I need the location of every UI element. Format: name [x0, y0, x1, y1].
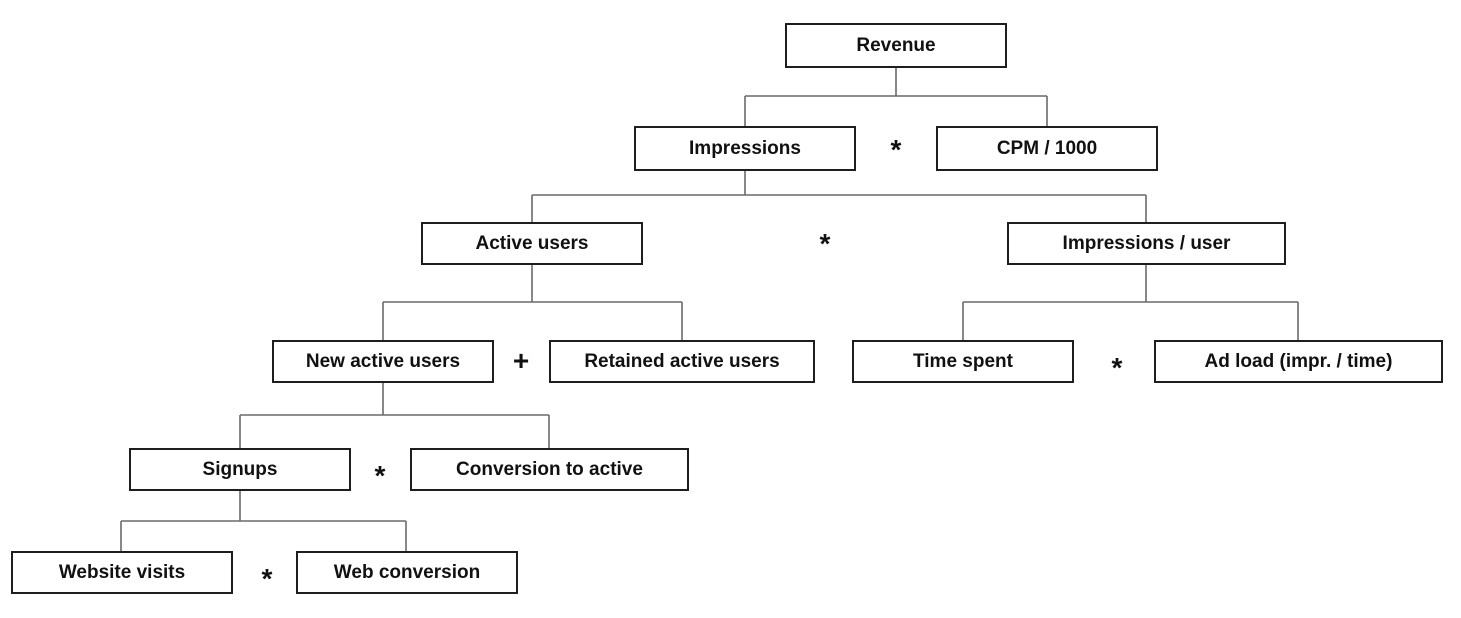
operator-plus: +	[512, 345, 530, 376]
node-website-visits: Website visits	[11, 551, 233, 594]
operator-multiply: *	[1111, 352, 1123, 383]
node-cpm: CPM / 1000	[936, 126, 1158, 171]
operator-multiply: *	[819, 228, 831, 259]
node-impressions: Impressions	[634, 126, 856, 171]
node-retained-active-users: Retained active users	[549, 340, 815, 383]
operator-multiply: *	[890, 134, 902, 165]
node-ad-load: Ad load (impr. / time)	[1154, 340, 1443, 383]
node-impressions-per-user: Impressions / user	[1007, 222, 1286, 265]
node-new-active-users: New active users	[272, 340, 494, 383]
node-revenue: Revenue	[785, 23, 1007, 68]
operator-multiply: *	[261, 563, 273, 594]
node-conversion-to-active: Conversion to active	[410, 448, 689, 491]
node-active-users: Active users	[421, 222, 643, 265]
node-time-spent: Time spent	[852, 340, 1074, 383]
node-signups: Signups	[129, 448, 351, 491]
node-web-conversion: Web conversion	[296, 551, 518, 594]
operator-multiply: *	[374, 460, 386, 491]
